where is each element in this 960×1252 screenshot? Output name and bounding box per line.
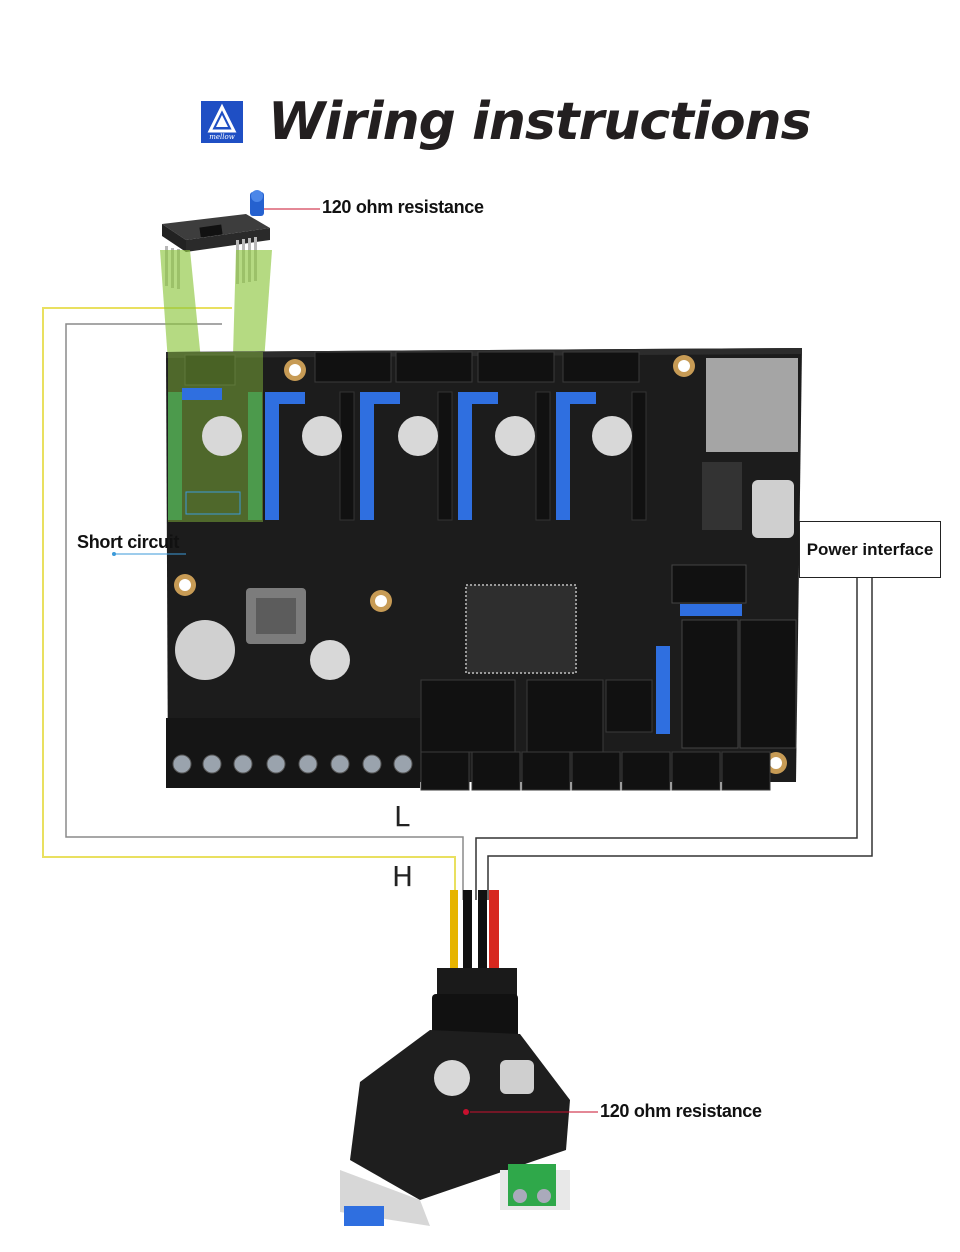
- wire-label-low: L: [394, 800, 410, 833]
- power-line-black: [487, 578, 873, 900]
- can-cable: [432, 890, 518, 1042]
- mellow-logo-icon: mellow: [201, 101, 243, 143]
- bottom-resistance-label: 120 ohm resistance: [600, 1101, 762, 1121]
- toolhead-board: [340, 1030, 570, 1226]
- short-circuit-label: Short circuit: [77, 532, 180, 552]
- power-interface-label: Power interface: [806, 539, 934, 559]
- power-line-black-2: [475, 578, 858, 900]
- yellow-signal-line: [42, 307, 456, 900]
- power-interface-box: Power interface: [799, 521, 941, 578]
- gray-signal-line: [65, 323, 464, 900]
- wire-lines: [42, 307, 873, 900]
- page-title: Wiring instructions: [268, 92, 812, 152]
- top-resistance-label: 120 ohm resistance: [322, 197, 484, 217]
- main-board: [166, 348, 802, 791]
- logo-text: mellow: [209, 133, 234, 141]
- wire-label-high: H: [392, 860, 414, 893]
